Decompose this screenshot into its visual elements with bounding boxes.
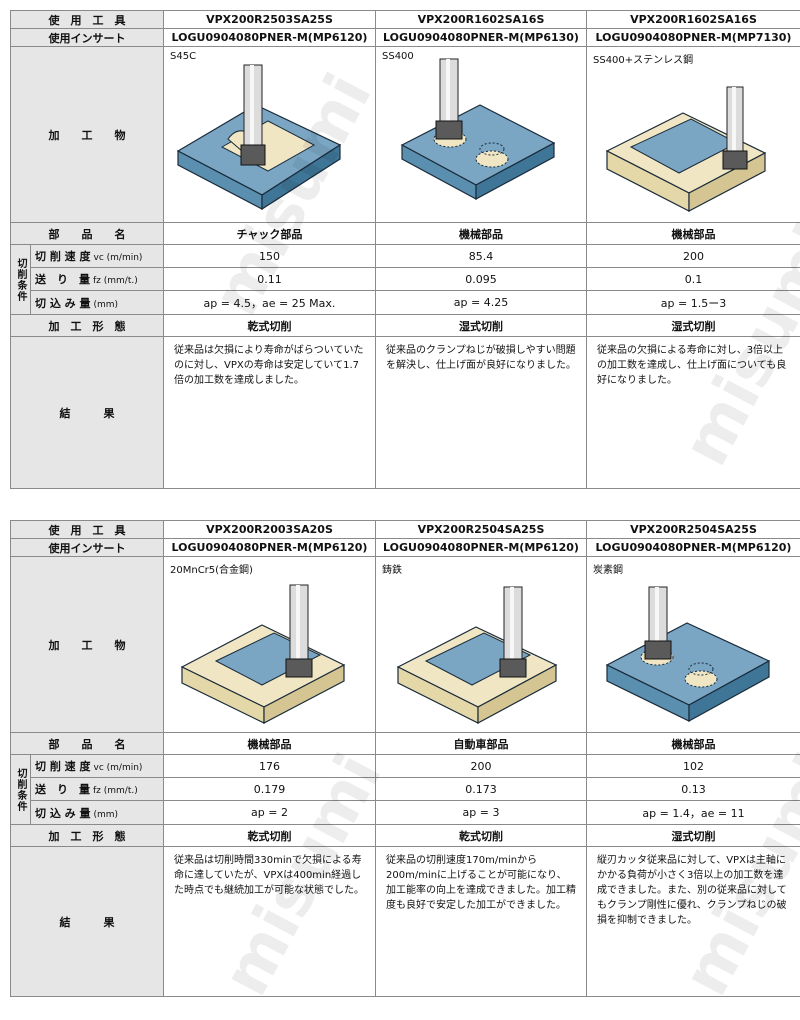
- workpiece-material: SS400+ステンレス鋼: [593, 55, 694, 66]
- insert-name: LOGU0904080PNER-M(MP6120): [375, 538, 587, 557]
- result-text: 従来品は欠損により寿命がばらついていたのに対し、VPXの寿命は安定していて1.7…: [163, 336, 376, 489]
- workpiece-illustration: [180, 584, 346, 724]
- tool-name: VPX200R2504SA25S: [375, 520, 587, 539]
- cut-depth: ap = 3: [375, 800, 587, 825]
- label-tool: 使 用 工 具: [10, 520, 164, 539]
- label-workpiece: 加 工 物: [10, 46, 164, 223]
- workpiece-illustration: [400, 58, 556, 201]
- cut-depth: ap = 1.5ー3: [586, 290, 800, 315]
- machining-method: 乾式切削: [163, 314, 376, 337]
- case-table-1: 使 用 工 具 VPX200R2503SA25S VPX200R1602SA16…: [10, 10, 800, 489]
- cut-depth: ap = 4.25: [375, 290, 587, 315]
- result-text: 従来品の切削速度170m/minから200m/minに上げることが可能になり、加…: [375, 846, 587, 997]
- label-result: 結 果: [10, 846, 164, 997]
- workpiece-cell: 炭素鋼: [586, 556, 800, 733]
- result-text: 従来品のクランプねじが破損しやすい問題を解決し、仕上げ面が良好になりました。: [375, 336, 587, 489]
- machining-method: 湿式切削: [586, 824, 800, 847]
- cutting-speed: 176: [163, 754, 376, 778]
- tool-name: VPX200R1602SA16S: [586, 10, 800, 29]
- part-name: 機械部品: [586, 222, 800, 245]
- feed-rate: 0.179: [163, 777, 376, 801]
- label-part: 部 品 名: [10, 732, 164, 755]
- cutting-speed: 200: [375, 754, 587, 778]
- workpiece-cell: SS400+ステンレス鋼: [586, 46, 800, 223]
- workpiece-cell: 20MnCr5(合金鋼): [163, 556, 376, 733]
- part-name: 機械部品: [375, 222, 587, 245]
- result-text: 従来品は切削時間330minで欠損による寿命に達していたが、VPXは400min…: [163, 846, 376, 997]
- part-name: チャック部品: [163, 222, 376, 245]
- cutting-speed: 200: [586, 244, 800, 268]
- tool-name: VPX200R2003SA20S: [163, 520, 376, 539]
- workpiece-cell: SS400: [375, 46, 587, 223]
- workpiece-illustration: [396, 586, 558, 725]
- label-depth: 切 込 み 量(mm): [30, 800, 164, 825]
- label-depth: 切 込 み 量(mm): [30, 290, 164, 315]
- label-result: 結 果: [10, 336, 164, 489]
- part-name: 機械部品: [586, 732, 800, 755]
- label-insert: 使用インサート: [10, 538, 164, 557]
- feed-rate: 0.095: [375, 267, 587, 291]
- workpiece-material: SS400: [382, 51, 414, 62]
- tool-name: VPX200R2504SA25S: [586, 520, 800, 539]
- tool-name: VPX200R2503SA25S: [163, 10, 376, 29]
- workpiece-material: 炭素鋼: [593, 565, 623, 576]
- insert-name: LOGU0904080PNER-M(MP6120): [163, 28, 376, 47]
- machining-method: 湿式切削: [586, 314, 800, 337]
- cut-depth: ap = 2: [163, 800, 376, 825]
- insert-name: LOGU0904080PNER-M(MP6120): [163, 538, 376, 557]
- case-table-2: 使 用 工 具 VPX200R2003SA20S VPX200R2504SA25…: [10, 520, 800, 997]
- machining-method: 湿式切削: [375, 314, 587, 337]
- label-workpiece: 加 工 物: [10, 556, 164, 733]
- label-insert: 使用インサート: [10, 28, 164, 47]
- feed-rate: 0.11: [163, 267, 376, 291]
- label-method: 加 工 形 態: [10, 314, 164, 337]
- insert-name: LOGU0904080PNER-M(MP6120): [586, 538, 800, 557]
- insert-name: LOGU0904080PNER-M(MP7130): [586, 28, 800, 47]
- label-tool: 使 用 工 具: [10, 10, 164, 29]
- label-conditions: 切削条件: [10, 754, 31, 825]
- label-method: 加 工 形 態: [10, 824, 164, 847]
- cutting-speed: 85.4: [375, 244, 587, 268]
- insert-name: LOGU0904080PNER-M(MP6130): [375, 28, 587, 47]
- result-text: 従来品の欠損による寿命に対し、3倍以上の加工数を達成し、仕上げ面についても良好に…: [586, 336, 800, 489]
- workpiece-material: 鋳鉄: [382, 565, 402, 576]
- feed-rate: 0.1: [586, 267, 800, 291]
- workpiece-illustration: [176, 64, 342, 211]
- workpiece-material: 20MnCr5(合金鋼): [170, 565, 253, 576]
- feed-rate: 0.173: [375, 777, 587, 801]
- machining-method: 乾式切削: [375, 824, 587, 847]
- tool-name: VPX200R1602SA16S: [375, 10, 587, 29]
- workpiece-material: S45C: [170, 51, 197, 62]
- label-conditions: 切削条件: [10, 244, 31, 315]
- cut-depth: ap = 4.5，ae = 25 Max.: [163, 290, 376, 315]
- part-name: 機械部品: [163, 732, 376, 755]
- workpiece-cell: 鋳鉄: [375, 556, 587, 733]
- workpiece-illustration: [605, 586, 771, 723]
- workpiece-cell: S45C: [163, 46, 376, 223]
- workpiece-illustration: [605, 86, 767, 212]
- machining-method: 乾式切削: [163, 824, 376, 847]
- feed-rate: 0.13: [586, 777, 800, 801]
- result-text: 縦刃カッタ従来品に対して、VPXは主軸にかかる負荷が小さく3倍以上の加工数を達成…: [586, 846, 800, 997]
- cut-depth: ap = 1.4，ae = 11: [586, 800, 800, 825]
- cutting-speed: 150: [163, 244, 376, 268]
- label-part: 部 品 名: [10, 222, 164, 245]
- part-name: 自動車部品: [375, 732, 587, 755]
- cutting-speed: 102: [586, 754, 800, 778]
